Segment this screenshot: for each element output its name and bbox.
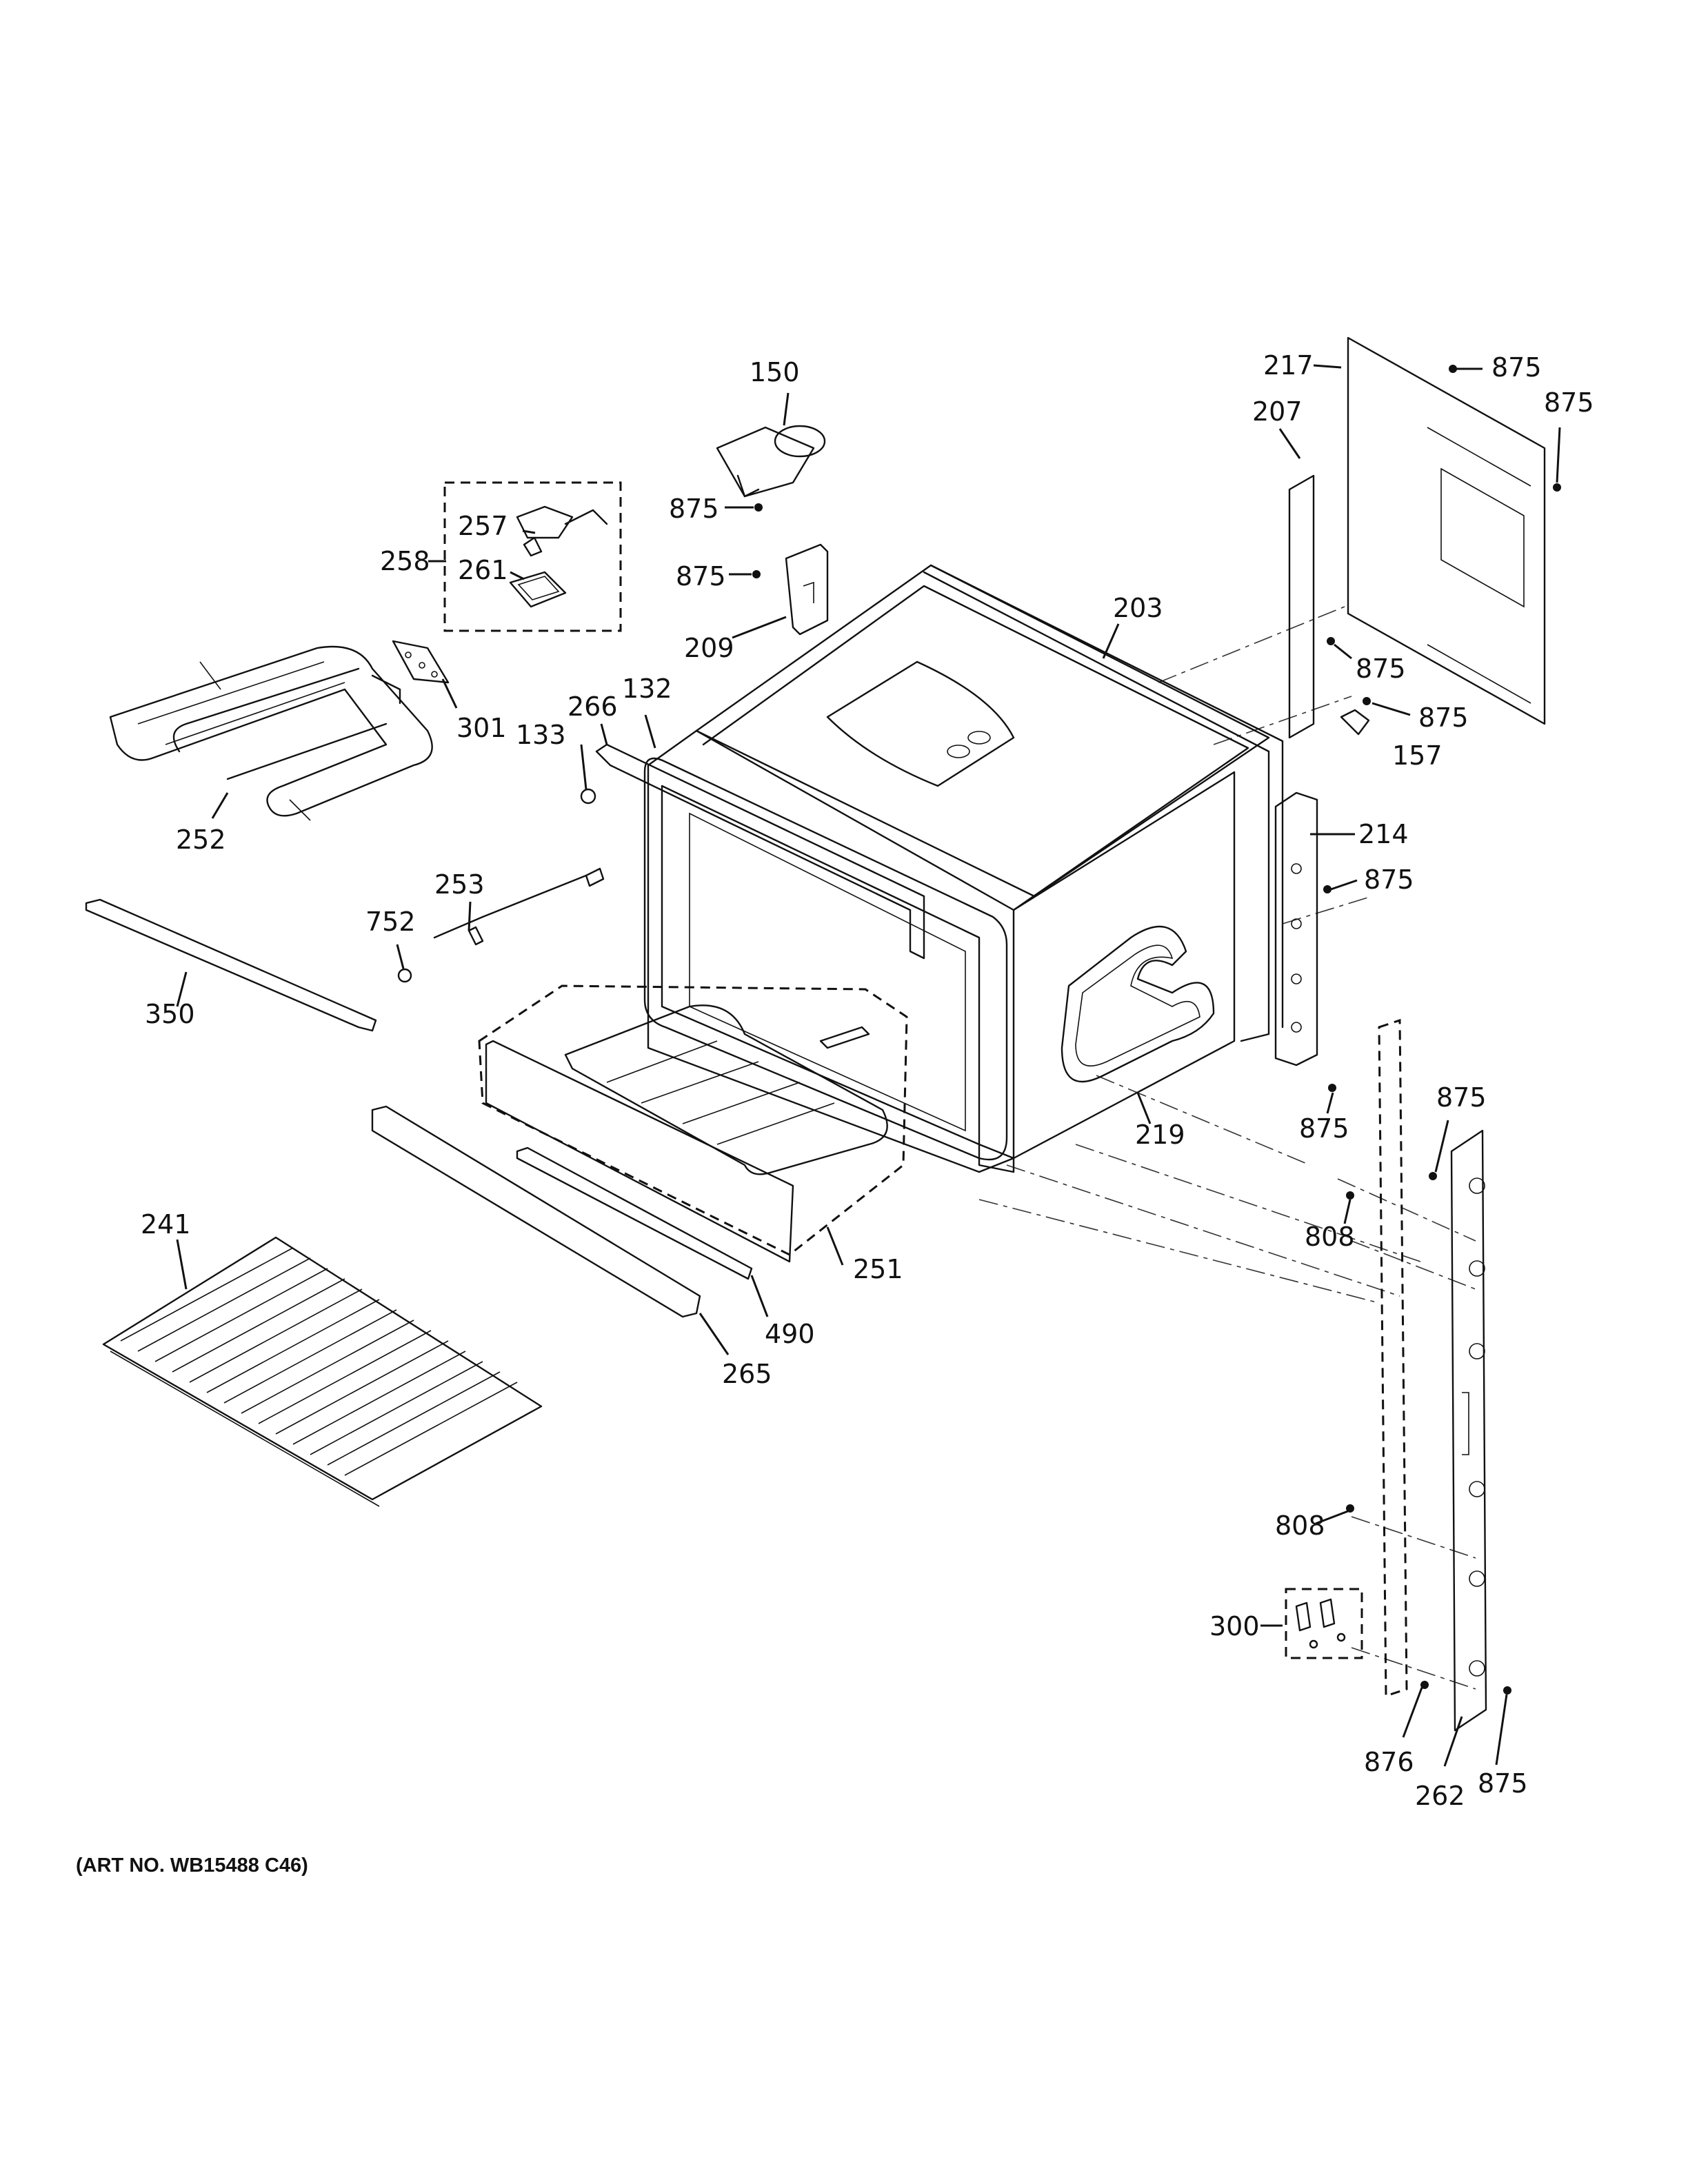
side-frame-262 xyxy=(1450,1129,1487,1732)
bracket-214 xyxy=(1274,791,1318,1066)
kit-box-258 xyxy=(443,481,622,632)
callout-209: 209 xyxy=(684,633,734,663)
callout-808: 808 xyxy=(1275,1510,1325,1541)
callout-203: 203 xyxy=(1113,593,1163,623)
oven-rack xyxy=(102,1236,543,1507)
callout-150: 150 xyxy=(750,357,800,387)
callout-875: 875 xyxy=(1544,387,1594,418)
callout-300: 300 xyxy=(1209,1611,1260,1641)
callout-266: 266 xyxy=(567,691,618,722)
oven-cavity xyxy=(647,564,1284,1173)
grommet-133 xyxy=(580,788,596,805)
door-seal xyxy=(643,757,1008,1161)
rear-panel xyxy=(1347,336,1546,725)
callout-875: 875 xyxy=(676,561,726,592)
callout-219: 219 xyxy=(1135,1120,1185,1150)
callout-253: 253 xyxy=(434,869,485,900)
vent-trim xyxy=(595,743,925,960)
callout-207: 207 xyxy=(1252,396,1303,427)
trim-265 xyxy=(371,1105,701,1318)
callout-808: 808 xyxy=(1305,1222,1355,1252)
kit-box-300 xyxy=(1285,1588,1363,1659)
centerlines xyxy=(978,606,1476,1690)
bracket-157 xyxy=(1340,709,1370,736)
hidden-rail xyxy=(1378,1018,1408,1698)
callout-875: 875 xyxy=(1418,702,1469,733)
callout-262: 262 xyxy=(1415,1781,1465,1811)
callout-241: 241 xyxy=(141,1209,191,1240)
callout-258: 258 xyxy=(380,546,430,576)
callout-133: 133 xyxy=(516,720,566,750)
broil-element xyxy=(109,645,433,821)
callout-261: 261 xyxy=(458,555,508,585)
motor-150 xyxy=(716,425,826,498)
screw-752 xyxy=(397,968,412,983)
sensor-253 xyxy=(433,867,605,946)
callout-252: 252 xyxy=(176,825,226,855)
callout-875: 875 xyxy=(1478,1768,1528,1799)
trim-490 xyxy=(516,1146,753,1280)
callout-875: 875 xyxy=(1364,865,1414,895)
art-number: (ART NO. WB15488 C46) xyxy=(76,1854,308,1877)
callout-214: 214 xyxy=(1358,819,1409,849)
callout-251: 251 xyxy=(853,1254,903,1284)
callout-875: 875 xyxy=(1356,654,1406,684)
callout-350: 350 xyxy=(145,999,195,1029)
fasteners xyxy=(752,365,1561,1695)
callout-265: 265 xyxy=(722,1359,772,1389)
callout-875: 875 xyxy=(1491,352,1542,383)
callout-490: 490 xyxy=(765,1319,815,1349)
callout-752: 752 xyxy=(365,907,416,937)
callout-301: 301 xyxy=(456,713,507,743)
leader-lines xyxy=(176,364,1561,1767)
bracket-301 xyxy=(392,640,450,684)
bracket-209 xyxy=(785,543,829,636)
callout-217: 217 xyxy=(1263,350,1314,381)
callout-875: 875 xyxy=(1436,1082,1487,1113)
callout-132: 132 xyxy=(622,674,672,704)
callout-257: 257 xyxy=(458,511,508,541)
callout-157: 157 xyxy=(1392,740,1443,771)
callout-876: 876 xyxy=(1364,1747,1414,1777)
side-strip xyxy=(1288,474,1315,739)
callout-875: 875 xyxy=(669,494,719,524)
bake-element-box xyxy=(478,984,908,1263)
trim-350 xyxy=(85,898,377,1032)
callout-875: 875 xyxy=(1299,1113,1349,1144)
callout-labels: 150 875 875 257 258 261 209 203 217 875 … xyxy=(141,350,1594,1811)
